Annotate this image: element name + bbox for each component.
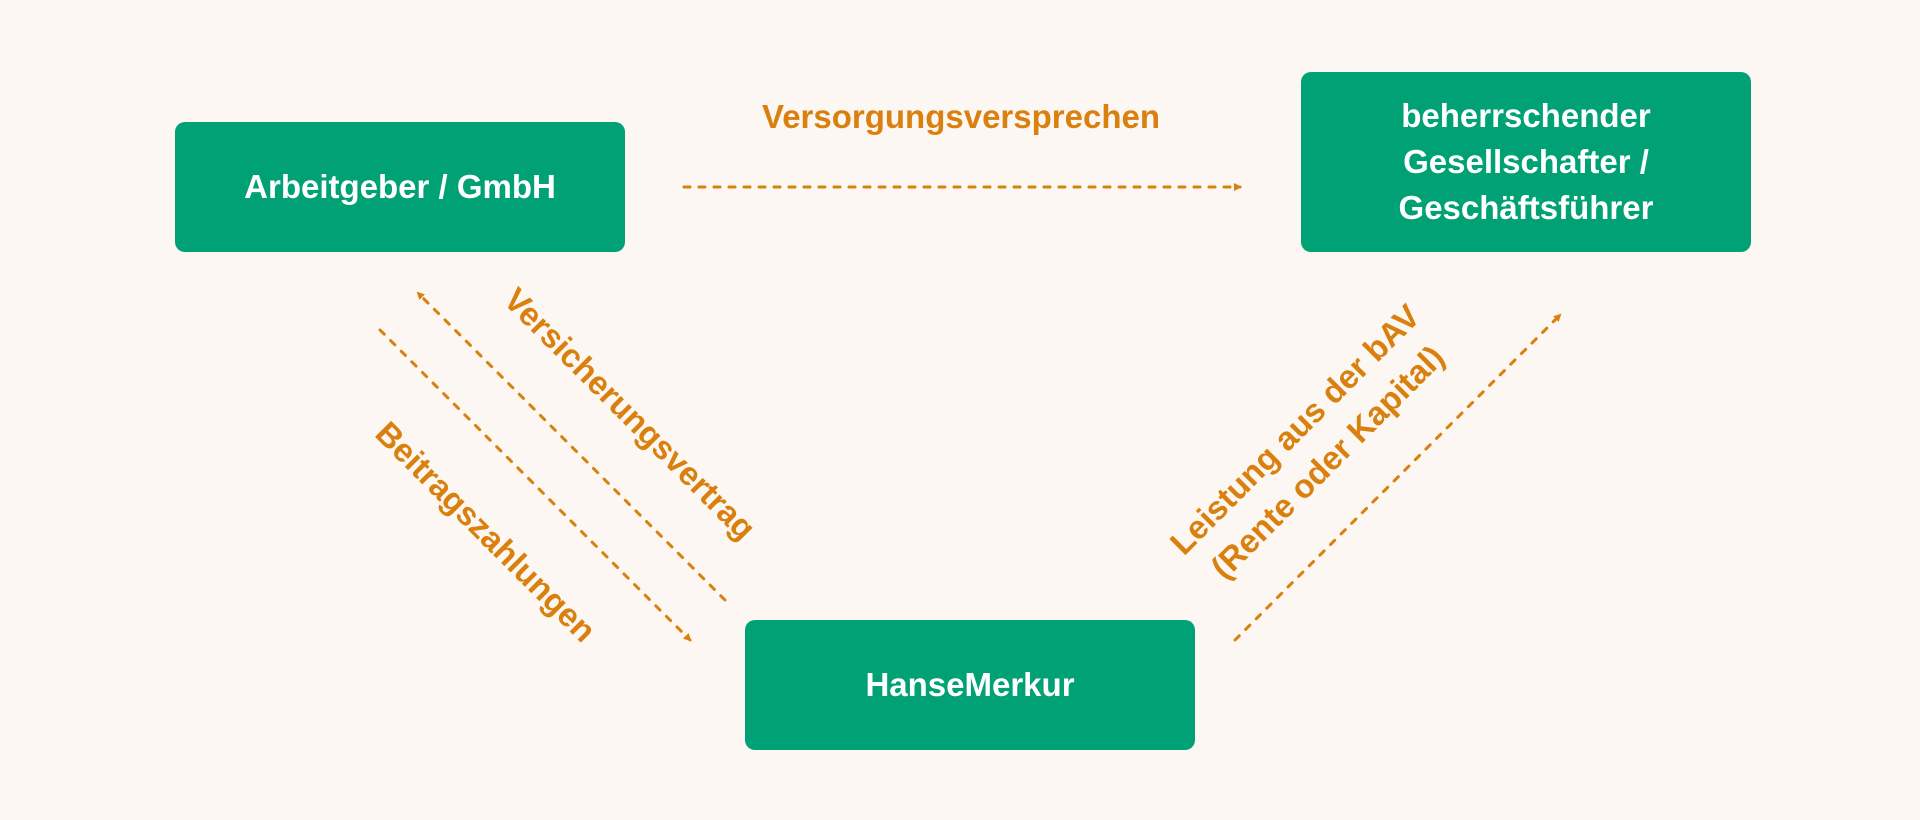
shareholder-label-line-2: Gesellschafter / [1403, 143, 1649, 180]
insurer-label: HanseMerkur [865, 666, 1075, 703]
arrow-insurance-contract [416, 291, 727, 602]
shareholder-label-line-3: Geschäftsführer [1398, 189, 1654, 226]
pension-promise-label: Versorgungsversprechen [762, 98, 1160, 136]
shareholder-box: beherrschender Gesellschafter / Geschäft… [1301, 72, 1751, 252]
arrow-benefit [1233, 313, 1562, 642]
pension-promise-text: Versorgungsversprechen [762, 98, 1160, 135]
employer-label: Arbeitgeber / GmbH [244, 168, 556, 205]
shareholder-label-line-1: beherrschender [1401, 97, 1651, 134]
employer-box: Arbeitgeber / GmbH [175, 122, 625, 252]
arrow-contributions [378, 328, 692, 642]
insurer-box: HanseMerkur [745, 620, 1195, 750]
